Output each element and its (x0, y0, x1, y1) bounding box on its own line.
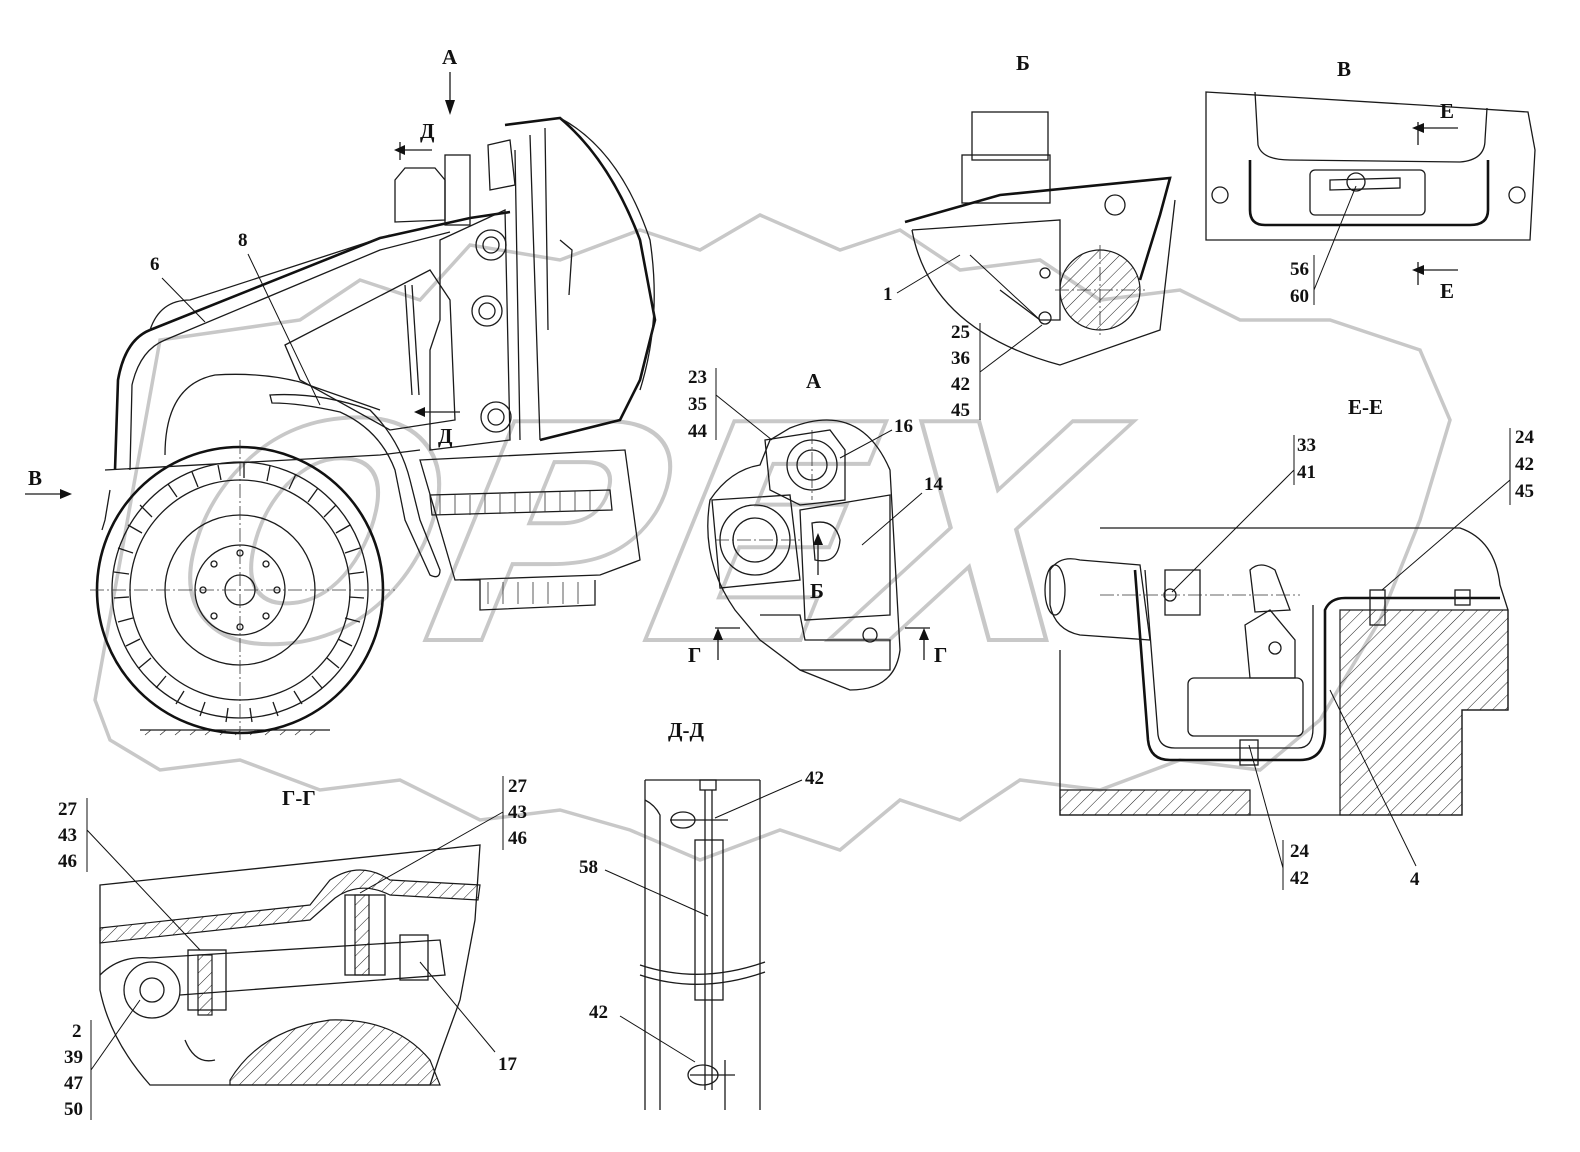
callout-24: 24 (1515, 427, 1535, 448)
label-section-g-right: Г (934, 643, 947, 667)
callout-58: 58 (579, 857, 598, 878)
callout-44: 44 (688, 421, 708, 442)
watermark-gear-outline (93, 213, 1452, 862)
b-hood-edge (904, 176, 1172, 281)
vehicle-side-view (90, 116, 657, 740)
title-section-dd: Д-Д (668, 718, 704, 742)
callout-24-bottom: 24 (1290, 841, 1310, 862)
title-view-a-detail: А (806, 369, 822, 393)
cab-bolt-3 (480, 401, 512, 433)
callout-42-ee: 42 (1515, 454, 1534, 475)
title-section-gg: Г-Г (282, 786, 316, 810)
gas-strut (404, 284, 413, 396)
cab-door-outline (504, 116, 657, 442)
ee-lamp (1049, 558, 1151, 641)
section-dd: Д-Д 42 58 42 (579, 718, 824, 1110)
callout-14: 14 (924, 474, 944, 495)
section-gg: Г-Г 27 43 46 27 43 46 2 39 47 50 17 (58, 776, 528, 1120)
watermark: OPEX (93, 213, 1452, 862)
label-section-e-upper: Е (1440, 99, 1454, 123)
callout-60: 60 (1290, 286, 1309, 307)
air-intake (394, 167, 446, 223)
cab-glass-curve (559, 117, 655, 391)
title-section-ee: Е-Е (1348, 395, 1383, 419)
callout-56: 56 (1290, 259, 1309, 280)
callout-42-dd-top: 42 (805, 768, 824, 789)
cab-bolt-1 (475, 229, 507, 261)
callout-27-right: 27 (508, 776, 528, 797)
a-detail-outline (707, 419, 901, 691)
callout-35: 35 (688, 394, 707, 415)
view-v-detail: В Е Е 56 60 (1205, 57, 1536, 307)
hood-top (113, 210, 511, 471)
exhaust-cap (487, 139, 516, 191)
label-section-d-lower: Д (438, 424, 453, 448)
callout-17: 17 (498, 1054, 518, 1075)
label-section-g-left: Г (688, 643, 701, 667)
callout-8: 8 (238, 230, 248, 251)
callout-46-right: 46 (508, 828, 527, 849)
callouts-main: 6 8 (150, 230, 321, 406)
callout-45-ee: 45 (1515, 481, 1534, 502)
callout-45: 45 (951, 400, 970, 421)
fender-part-8 (269, 393, 441, 578)
callout-16: 16 (894, 416, 913, 437)
callout-39: 39 (64, 1047, 83, 1068)
title-view-b: Б (1016, 51, 1030, 75)
callout-43-left: 43 (58, 825, 77, 846)
callout-50: 50 (64, 1099, 83, 1120)
callout-41: 41 (1297, 462, 1316, 483)
callout-1: 1 (883, 284, 893, 305)
ee-hatched-body (1339, 609, 1509, 816)
cab-bolt-2 (471, 295, 503, 327)
callout-2: 2 (72, 1021, 82, 1042)
door-handle (559, 239, 573, 296)
callout-33: 33 (1297, 435, 1316, 456)
front-wheel (90, 440, 395, 740)
callout-27-left: 27 (58, 799, 78, 820)
watermark-text: OPEX (149, 361, 1147, 711)
callout-43-right: 43 (508, 802, 527, 823)
label-section-e-lower: Е (1440, 279, 1454, 303)
label-section-d-upper: Д (420, 119, 435, 143)
callout-42-dd-bottom: 42 (589, 1002, 608, 1023)
cab-side-window (284, 269, 456, 431)
gg-hood-shell (99, 869, 481, 944)
label-view-b-arrow: Б (810, 579, 824, 603)
exhaust-pipe (444, 154, 471, 226)
lower-step (460, 579, 596, 611)
callout-6: 6 (150, 254, 160, 275)
callout-4: 4 (1410, 869, 1420, 890)
title-view-v: В (1337, 57, 1351, 81)
callout-42-bottom: 42 (1290, 868, 1309, 889)
hood-inner (129, 231, 451, 471)
view-a-detail: А 23 35 44 16 14 Б Г Г (688, 367, 947, 691)
callout-23: 23 (688, 367, 707, 388)
label-view-v-side: В (28, 466, 42, 490)
body-side-panel (419, 449, 641, 581)
front-grille (101, 489, 111, 531)
gg-outline (99, 844, 481, 1086)
chassis-line (104, 449, 421, 471)
cab-pillars (514, 127, 549, 441)
callout-47: 47 (64, 1073, 84, 1094)
step-grille (429, 489, 613, 516)
cab-rear-panel (429, 208, 511, 451)
callout-36: 36 (951, 348, 970, 369)
callout-42: 42 (951, 374, 970, 395)
view-b-detail: Б 1 25 36 42 45 (883, 51, 1176, 421)
callout-25: 25 (951, 322, 970, 343)
view-markers-main: А Д Д В (25, 45, 460, 499)
callout-46-left: 46 (58, 851, 77, 872)
fender-arch (164, 373, 381, 456)
hood-ridge (149, 234, 391, 331)
section-ee: Е-Е 33 41 24 42 45 24 42 4 (1044, 395, 1535, 890)
label-view-a-top: А (442, 45, 458, 69)
